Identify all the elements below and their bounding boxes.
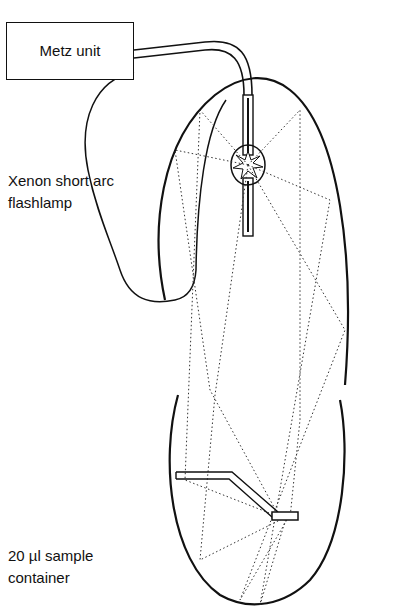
cable — [134, 50, 244, 95]
lower-reflector — [170, 395, 345, 604]
sample-tube-end — [175, 472, 176, 479]
unit-label: Metz unit — [40, 41, 101, 61]
lower-electrode — [243, 178, 253, 236]
upper-electrode-core — [247, 98, 249, 152]
unit-box: Metz unit — [6, 22, 134, 80]
lower-electrode-core — [247, 181, 249, 232]
sample-tube — [176, 479, 272, 517]
part-label: 20 µl sample container — [8, 545, 158, 589]
sample-container — [272, 512, 298, 520]
light-rays — [175, 110, 345, 605]
sample-tube — [176, 472, 278, 512]
part-label: Xenon short arc flashlamp — [8, 170, 126, 214]
cable — [134, 41, 252, 95]
